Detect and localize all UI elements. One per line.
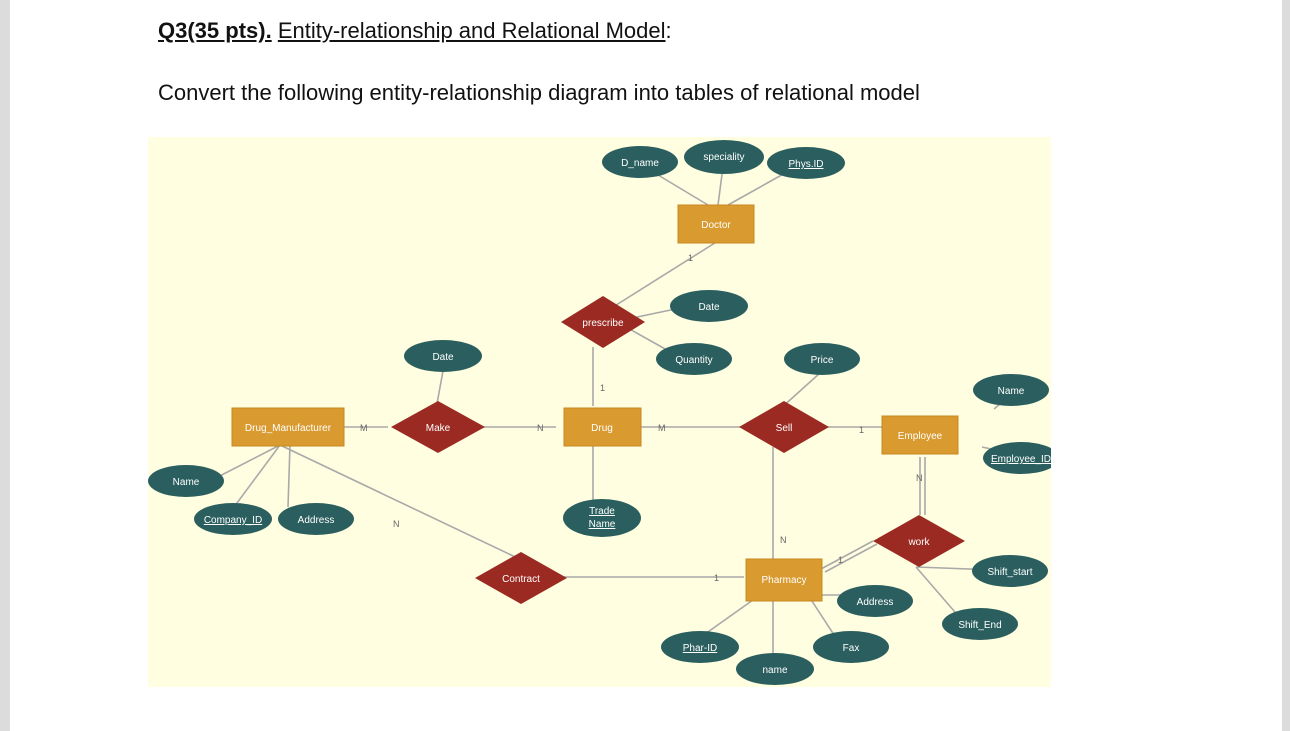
attribute-trade-name-line1: Trade bbox=[589, 506, 615, 517]
entity-drug: Drug bbox=[563, 407, 642, 447]
card-contract-pharmacy: 1 bbox=[714, 573, 719, 583]
entity-drug-manufacturer-label: Drug_Manufacturer bbox=[245, 423, 332, 434]
attribute-prescribe-date: Date bbox=[670, 290, 748, 322]
relationship-work: work bbox=[873, 515, 965, 567]
attribute-shift-end: Shift_End bbox=[942, 608, 1018, 640]
card-sell-pharmacy: N bbox=[780, 535, 787, 545]
attribute-phys-id: Phys.ID bbox=[767, 147, 845, 179]
attribute-pharmacy-name: name bbox=[736, 653, 814, 685]
question-instruction: Convert the following entity-relationshi… bbox=[158, 80, 920, 105]
attribute-quantity-label: Quantity bbox=[675, 355, 712, 366]
attribute-phys-id-label: Phys.ID bbox=[788, 159, 823, 170]
attribute-employee-name-label: Name bbox=[998, 386, 1025, 397]
relationship-make: Make bbox=[391, 401, 485, 453]
attribute-d-name-label: D_name bbox=[621, 158, 659, 169]
relationship-sell: Sell bbox=[739, 401, 829, 453]
entity-drug-label: Drug bbox=[591, 423, 613, 434]
relationship-prescribe-label: prescribe bbox=[582, 318, 624, 329]
connector-lines bbox=[209, 158, 1029, 655]
attribute-fax-label: Fax bbox=[843, 643, 860, 654]
relationship-prescribe: prescribe bbox=[561, 296, 645, 348]
card-sell-employee: 1 bbox=[859, 425, 864, 435]
attribute-pharmacy-name-label: name bbox=[762, 665, 787, 676]
attribute-phar-id: Phar-ID bbox=[661, 631, 739, 663]
attribute-shift-start: Shift_start bbox=[972, 555, 1048, 587]
attribute-company-id-label: Company_ID bbox=[204, 515, 262, 526]
entity-employee: Employee bbox=[881, 415, 959, 455]
attribute-pharmacy-address-label: Address bbox=[857, 597, 894, 608]
attribute-shift-start-label: Shift_start bbox=[987, 567, 1032, 578]
attribute-make-date: Date bbox=[404, 340, 482, 372]
er-diagram-svg: Doctor Drug Drug_Manufacturer Employee P… bbox=[148, 140, 1051, 685]
entity-doctor: Doctor bbox=[677, 204, 755, 244]
attribute-company-id: Company_ID bbox=[194, 503, 272, 535]
attribute-manufacturer-name-label: Name bbox=[173, 477, 200, 488]
attribute-pharmacy-address: Address bbox=[837, 585, 913, 617]
entity-pharmacy-label: Pharmacy bbox=[761, 575, 806, 586]
relationship-work-label: work bbox=[907, 537, 930, 548]
card-doctor-prescribe: 1 bbox=[688, 253, 693, 263]
attribute-employee-id-label: Employee_ID bbox=[991, 454, 1051, 465]
card-employee-work: N bbox=[916, 473, 923, 483]
relationship-sell-label: Sell bbox=[776, 423, 793, 434]
attribute-employee-name: Name bbox=[973, 374, 1049, 406]
attribute-prescribe-date-label: Date bbox=[698, 302, 720, 313]
question-heading: Q3(35 pts). Entity-relationship and Rela… bbox=[158, 18, 672, 44]
entity-employee-label: Employee bbox=[898, 431, 943, 442]
entity-drug-manufacturer: Drug_Manufacturer bbox=[231, 407, 345, 447]
relationship-contract-label: Contract bbox=[502, 574, 540, 585]
question-colon: : bbox=[665, 18, 672, 43]
attribute-trade-name-line2: Name bbox=[589, 519, 616, 530]
er-diagram: Doctor Drug Drug_Manufacturer Employee P… bbox=[148, 137, 1051, 687]
relationship-make-label: Make bbox=[426, 423, 451, 434]
attribute-quantity: Quantity bbox=[656, 343, 732, 375]
attribute-price: Price bbox=[784, 343, 860, 375]
card-drug-prescribe: 1 bbox=[600, 383, 605, 393]
card-work-pharmacy: 1 bbox=[838, 555, 843, 565]
attribute-manufacturer-name: Name bbox=[148, 465, 224, 497]
attribute-fax: Fax bbox=[813, 631, 889, 663]
relationship-contract: Contract bbox=[475, 552, 567, 604]
attribute-address-label: Address bbox=[298, 515, 335, 526]
cardinality-labels: 1 1 M N M 1 N N 1 N 1 bbox=[360, 253, 923, 583]
attribute-d-name: D_name bbox=[602, 146, 678, 178]
card-drug-sell: M bbox=[658, 423, 666, 433]
attribute-trade-name: Trade Name bbox=[563, 499, 641, 537]
card-make-drug: N bbox=[537, 423, 544, 433]
attribute-employee-id: Employee_ID bbox=[983, 442, 1051, 474]
attribute-speciality-label: speciality bbox=[703, 152, 744, 163]
card-manufacturer-make: M bbox=[360, 423, 368, 433]
attribute-price-label: Price bbox=[811, 355, 834, 366]
attribute-address: Address bbox=[278, 503, 354, 535]
attribute-phar-id-label: Phar-ID bbox=[683, 643, 717, 654]
question-title: Entity-relationship and Relational Model bbox=[277, 18, 666, 43]
attribute-shift-end-label: Shift_End bbox=[958, 620, 1001, 631]
entity-pharmacy: Pharmacy bbox=[745, 558, 823, 602]
attribute-make-date-label: Date bbox=[432, 352, 454, 363]
question-number: Q3(35 pts). bbox=[158, 18, 272, 43]
entity-doctor-label: Doctor bbox=[701, 220, 731, 231]
attribute-speciality: speciality bbox=[684, 140, 764, 174]
card-manufacturer-contract: N bbox=[393, 519, 400, 529]
